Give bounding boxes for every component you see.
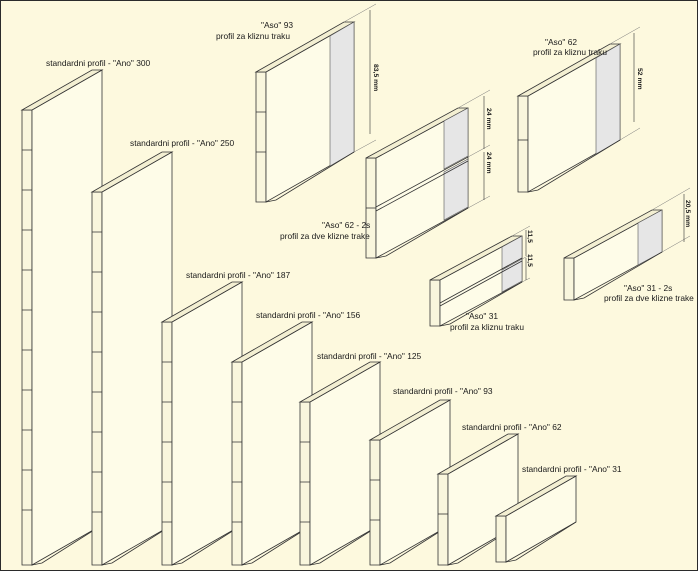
label-aso-62-2s-line1: "Aso" 62 - 2s xyxy=(322,220,370,230)
label-aso-93-line1: "Aso" 93 xyxy=(261,20,293,30)
profile-aso-31-2s xyxy=(563,187,691,301)
label-ano-62: standardni profil - "Ano" 62 xyxy=(462,422,562,432)
dim-aso-62-2s-a: 24 mm xyxy=(485,108,492,130)
profile-aso-62-2s xyxy=(365,89,491,259)
label-aso-62-line2: profil za kliznu traku xyxy=(533,47,607,57)
label-aso-31-line2: profil za kliznu traku xyxy=(450,322,524,332)
label-aso-62-line1: "Aso" 62 xyxy=(545,37,577,47)
dim-aso-31-b: 11,5 xyxy=(526,254,533,267)
label-aso-31-2s-line2: profil za dve klizne trake xyxy=(604,293,694,303)
dim-aso-62-2s-b: 24 mm xyxy=(485,152,492,174)
profile-ano-93 xyxy=(368,399,452,566)
label-aso-62-2s-line2: profil za dve klizne trake xyxy=(280,231,370,241)
profile-aso-93 xyxy=(254,3,377,203)
dim-aso-31-a: 11,5 xyxy=(526,230,533,243)
profile-ano-156 xyxy=(230,321,314,566)
profile-ano-300 xyxy=(20,69,104,566)
label-ano-300: standardni profil - "Ano" 300 xyxy=(46,58,151,68)
label-ano-31: standardni profil - "Ano" 31 xyxy=(522,464,622,474)
dim-aso-62: 52 mm xyxy=(636,68,643,90)
profile-ano-187 xyxy=(160,281,244,566)
label-ano-250: standardni profil - "Ano" 250 xyxy=(130,138,235,148)
profile-ano-125 xyxy=(298,361,382,566)
label-ano-125: standardni profil - "Ano" 125 xyxy=(317,351,422,361)
label-ano-156: standardni profil - "Ano" 156 xyxy=(256,310,361,320)
label-aso-93-line2: profil za kliznu traku xyxy=(216,31,290,41)
dim-aso-93: 83,5 mm xyxy=(372,64,379,91)
profile-ano-31 xyxy=(494,475,578,563)
label-aso-31-2s-line1: "Aso" 31 - 2s xyxy=(624,283,672,293)
profile-ano-250 xyxy=(90,151,174,566)
profile-aso-62 xyxy=(516,26,641,193)
label-ano-187: standardni profil - "Ano" 187 xyxy=(186,270,291,280)
dim-aso-31-2s: 20,5 mm xyxy=(684,200,691,227)
label-aso-31-line1: "Aso" 31 xyxy=(466,311,498,321)
label-ano-93: standardni profil - "Ano" 93 xyxy=(393,386,493,396)
profile-aso-31 xyxy=(429,225,531,327)
